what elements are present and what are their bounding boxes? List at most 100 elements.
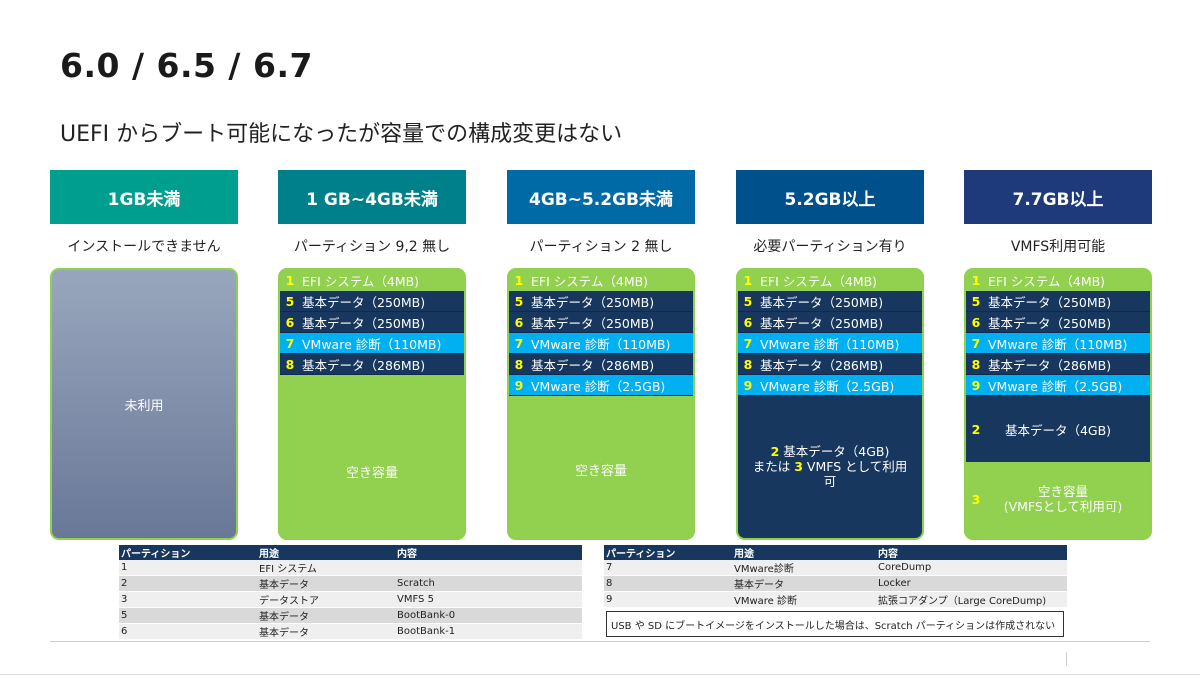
disk-layout: 1 EFI システム（4MB) 5 基本データ（250MB) 6 基本データ（250M…	[507, 268, 695, 540]
table-cell: Scratch	[395, 575, 582, 592]
partition-label: 基本データ（250MB)	[760, 315, 884, 331]
partition-label: EFI システム（4MB)	[760, 274, 878, 289]
table-cell	[395, 560, 582, 576]
basic-data-or-vmfs-block: 2 基本データ（4GB) または 3 VMFS として利用 可	[738, 396, 922, 538]
partition-number: 1	[743, 273, 753, 288]
partition-number: 3	[971, 491, 981, 507]
column-4gb-5-2gb: 4GB~5.2GB未満	[507, 170, 695, 224]
partition-number: 5	[285, 293, 295, 309]
table-cell: データストア	[257, 591, 395, 608]
partition-number: 8	[285, 356, 295, 372]
free-space-label: 空き容量	[574, 464, 627, 479]
divider	[50, 641, 1150, 642]
scratch-note: USB や SD にブートイメージをインストールした場合は、Scratch パー…	[606, 611, 1064, 637]
column-header: 5.2GB以上	[736, 170, 924, 224]
column-under-1gb: 1GB未満	[50, 170, 238, 224]
partition-number: 6	[285, 314, 295, 330]
partition-label: 基本データ（250MB)	[531, 294, 655, 310]
table-cell: CoreDump	[876, 560, 1067, 576]
table-cell: 3	[119, 591, 257, 608]
block-line: 基本データ（4GB)	[1004, 422, 1112, 438]
partition-label: 基本データ（286MB)	[531, 357, 655, 373]
partition-number: 5	[971, 293, 981, 309]
partition-row: 6 基本データ（250MB)	[738, 312, 922, 333]
vmfs-free-space: 3 空き容量 (VMFSとして利用可)	[966, 484, 1150, 514]
partition-number: 5	[514, 293, 524, 309]
partition-row: 8 基本データ（286MB)	[280, 354, 464, 375]
partition-number: 9	[971, 377, 981, 393]
partition-label: VMware 診断（2.5GB)	[760, 378, 895, 394]
partition-number: 9	[514, 377, 524, 393]
partition-label: EFI システム（4MB)	[531, 274, 649, 289]
table-cell: 基本データ	[257, 607, 395, 624]
column-5-2gb-plus: 5.2GB以上	[736, 170, 924, 224]
partition-row: 5 基本データ（250MB)	[509, 291, 693, 312]
partition-label: 基本データ（286MB)	[988, 357, 1112, 373]
table-cell: VMware 診断	[732, 591, 876, 608]
column-header: 1GB未満	[50, 170, 238, 224]
disk-unused: 未利用	[50, 268, 238, 540]
partition-label: VMware 診断（2.5GB)	[531, 378, 666, 394]
table-cell: 1	[119, 560, 257, 576]
table-cell: BootBank-0	[395, 607, 582, 624]
partition-number: 6	[514, 314, 524, 330]
column-header: 7.7GB以上	[964, 170, 1152, 224]
partition-row: 7 VMware 診断（110MB)	[738, 333, 922, 354]
partition-number: 3	[794, 459, 803, 474]
partition-number: 1	[514, 273, 524, 288]
table-cell: VMFS 5	[395, 591, 582, 608]
table-cell: 8	[604, 575, 732, 592]
table-header-cell: 内容	[876, 545, 1067, 560]
partition-number: 2	[971, 421, 981, 437]
table-header-cell: パーティション	[604, 545, 732, 560]
partition-number: 8	[971, 356, 981, 372]
partition-row: 1 EFI システム（4MB)	[509, 270, 693, 291]
table-cell: VMware診断	[732, 560, 876, 576]
partition-row: 8 基本データ（286MB)	[966, 354, 1150, 375]
table-header-cell: 内容	[395, 545, 582, 560]
partition-label: VMware 診断（110MB)	[531, 336, 671, 352]
partition-label: 基本データ（286MB)	[302, 357, 426, 373]
column-caption: 必要パーティション有り	[753, 239, 907, 255]
partition-label: VMware 診断（2.5GB)	[988, 378, 1123, 394]
column-header: 4GB~5.2GB未満	[507, 170, 695, 224]
partition-label: 基本データ（286MB)	[760, 357, 884, 373]
partition-number: 1	[285, 273, 295, 288]
unused-label: 未利用	[124, 398, 164, 414]
partition-number: 7	[743, 335, 753, 351]
partition-label: VMware 診断（110MB)	[760, 336, 900, 352]
partition-label: 基本データ（250MB)	[988, 315, 1112, 331]
partition-number: 2	[770, 444, 780, 459]
table-cell: 基本データ	[732, 575, 876, 592]
column-header: 1 GB~4GB未満	[278, 170, 466, 224]
partition-label: EFI システム（4MB)	[988, 274, 1106, 289]
table-cell: 基本データ	[257, 575, 395, 592]
partition-number: 7	[285, 335, 295, 351]
partition-label: VMware 診断（110MB)	[988, 336, 1128, 352]
table-cell: 2	[119, 575, 257, 592]
partition-number: 1	[971, 273, 981, 288]
partition-number: 6	[743, 314, 753, 330]
column-caption: インストールできません	[67, 239, 221, 255]
